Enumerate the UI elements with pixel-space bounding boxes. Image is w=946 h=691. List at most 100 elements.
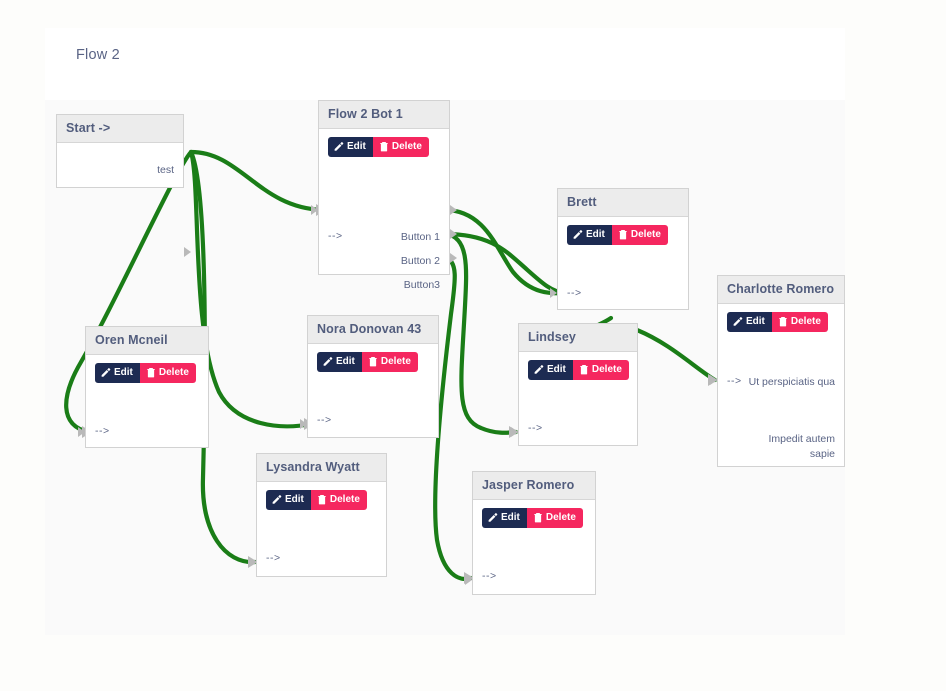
node-nora-donovan-43[interactable]: Nora Donovan 43 Edit Delete xyxy=(307,315,439,438)
edit-button[interactable]: Edit xyxy=(328,137,373,157)
node-actions: Edit Delete xyxy=(86,355,208,383)
edit-button[interactable]: Edit xyxy=(95,363,140,383)
node-lindsey[interactable]: Lindsey Edit Delete xyxy=(518,323,638,446)
delete-label: Delete xyxy=(329,494,360,505)
port-out-impedit-autem-sapie[interactable]: Impedit autem sapie xyxy=(768,433,835,460)
port-out-button-2[interactable]: Button 2 xyxy=(400,255,440,267)
node-actions: Edit Delete xyxy=(257,482,386,510)
edit-button[interactable]: Edit xyxy=(528,360,573,380)
port-nub-button-1[interactable] xyxy=(450,205,457,215)
port-in[interactable]: --> xyxy=(266,552,281,564)
port-in[interactable]: --> xyxy=(567,287,582,299)
edit-label: Edit xyxy=(114,367,133,378)
port-nub-charlotte-in[interactable] xyxy=(710,375,717,385)
edge-lindsey-to-charlotte xyxy=(634,327,718,383)
node-title: Lysandra Wyatt xyxy=(257,454,386,482)
delete-button[interactable]: Delete xyxy=(572,360,629,380)
node-charlotte-romero[interactable]: Charlotte Romero Edit Delete xyxy=(717,275,845,467)
edge-btn2-to-lindsey xyxy=(442,231,519,435)
trash-icon xyxy=(533,513,543,523)
port-in[interactable]: --> xyxy=(482,570,497,582)
pencil-square-icon xyxy=(334,142,344,152)
edit-button[interactable]: Edit xyxy=(317,352,362,372)
pencil-square-icon xyxy=(534,365,544,375)
delete-button[interactable]: Delete xyxy=(139,363,196,383)
port-nub-jasper-in[interactable] xyxy=(465,575,472,585)
trash-icon xyxy=(379,142,389,152)
trash-icon xyxy=(317,495,327,505)
node-title: Lindsey xyxy=(519,324,637,352)
port-in[interactable]: --> xyxy=(727,375,742,387)
edit-button[interactable]: Edit xyxy=(482,508,527,528)
node-jasper-romero[interactable]: Jasper Romero Edit Delete xyxy=(472,471,596,595)
trash-icon xyxy=(368,357,378,367)
edge-start-to-bot xyxy=(188,149,326,213)
node-title: Nora Donovan 43 xyxy=(308,316,438,344)
pencil-square-icon xyxy=(272,495,282,505)
edit-label: Edit xyxy=(336,356,355,367)
edge-btn2-to-brett xyxy=(442,231,568,296)
flow-canvas[interactable]: Start -> test Flow 2 Bot 1 Edit xyxy=(45,100,845,635)
pencil-square-icon xyxy=(733,317,743,327)
edit-button[interactable]: Edit xyxy=(727,312,772,332)
port-nub-oren-in[interactable] xyxy=(78,427,85,437)
node-title: Jasper Romero xyxy=(473,472,595,500)
flow-header: Flow 2 xyxy=(45,28,845,100)
delete-label: Delete xyxy=(630,229,661,240)
delete-label: Delete xyxy=(790,316,821,327)
port-nub-brett-in[interactable] xyxy=(550,288,557,298)
edit-label: Edit xyxy=(501,512,520,523)
port-nub-nora-in[interactable] xyxy=(300,419,307,429)
edit-label: Edit xyxy=(746,316,765,327)
port-nub-button-3[interactable] xyxy=(450,253,457,263)
node-actions: Edit Delete xyxy=(308,344,438,372)
trash-icon xyxy=(579,365,589,375)
node-flow-2-bot-1[interactable]: Flow 2 Bot 1 Edit Delete xyxy=(318,100,450,291)
pencil-square-icon xyxy=(573,230,583,240)
port-in[interactable]: --> xyxy=(328,230,343,242)
edit-button[interactable]: Edit xyxy=(567,225,612,245)
port-in[interactable]: --> xyxy=(95,425,110,437)
delete-button[interactable]: Delete xyxy=(372,137,429,157)
delete-button[interactable]: Delete xyxy=(611,225,668,245)
port-nub-lysandra-in[interactable] xyxy=(249,557,256,567)
delete-button[interactable]: Delete xyxy=(771,312,828,332)
node-oren-mcneil[interactable]: Oren Mcneil Edit Delete xyxy=(85,326,209,448)
port-out-button-3[interactable]: Button3 xyxy=(403,279,440,291)
page-title: Flow 2 xyxy=(76,47,120,63)
port-in[interactable]: --> xyxy=(317,414,332,426)
node-brett[interactable]: Brett Edit Delete xyxy=(557,188,689,310)
edge-btn1-to-brett xyxy=(442,207,568,296)
edge-start-to-nora xyxy=(188,149,314,429)
node-title: Brett xyxy=(558,189,688,217)
trash-icon xyxy=(146,368,156,378)
node-start[interactable]: Start -> test xyxy=(56,114,184,188)
port-nub-button-2[interactable] xyxy=(450,229,457,239)
delete-button[interactable]: Delete xyxy=(526,508,583,528)
node-title: Charlotte Romero xyxy=(718,276,844,304)
node-lysandra-wyatt[interactable]: Lysandra Wyatt Edit Delete xyxy=(256,453,387,577)
port-out-test[interactable]: test xyxy=(157,164,174,176)
port-nub-bot-in[interactable] xyxy=(311,205,318,215)
delete-label: Delete xyxy=(591,364,622,375)
delete-label: Delete xyxy=(391,141,422,152)
edit-label: Edit xyxy=(347,141,366,152)
edit-label: Edit xyxy=(285,494,304,505)
delete-label: Delete xyxy=(158,367,189,378)
trash-icon xyxy=(778,317,788,327)
delete-button[interactable]: Delete xyxy=(361,352,418,372)
port-out-ut-perspiciatis-qua[interactable]: Ut perspiciatis qua xyxy=(748,376,835,388)
delete-label: Delete xyxy=(545,512,576,523)
edit-label: Edit xyxy=(547,364,566,375)
port-in[interactable]: --> xyxy=(528,422,543,434)
port-nub-lindsey-in[interactable] xyxy=(511,427,518,437)
port-nub-start-out[interactable] xyxy=(184,247,191,257)
trash-icon xyxy=(618,230,628,240)
port-out-button-1[interactable]: Button 1 xyxy=(400,231,440,243)
node-actions: Edit Delete xyxy=(718,304,844,332)
edit-button[interactable]: Edit xyxy=(266,490,311,510)
pencil-square-icon xyxy=(488,513,498,523)
delete-button[interactable]: Delete xyxy=(310,490,367,510)
node-actions: Edit Delete xyxy=(319,129,449,157)
